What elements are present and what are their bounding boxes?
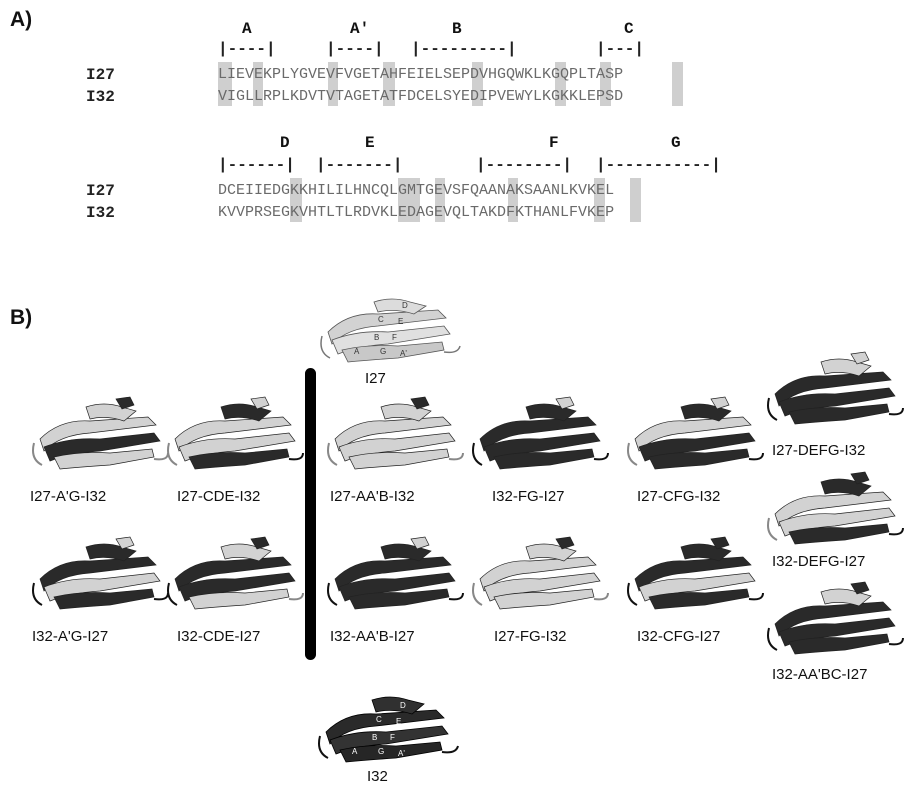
strand-letter: C	[376, 715, 382, 724]
strand-letter: E	[396, 717, 401, 726]
chimera-structure-12	[767, 471, 904, 545]
chimera-label-3: I32-A'G-I27	[32, 628, 109, 645]
strand-bar-b: |---------|	[411, 40, 517, 58]
chimera-label-6: I32-FG-I27	[492, 488, 565, 505]
label-i27: I27	[365, 370, 386, 387]
chimera-label-10: I32-CFG-I27	[637, 628, 721, 645]
strand-bar-g: |-----------|	[596, 156, 721, 174]
chimera-label-11: I27-DEFG-I32	[772, 442, 866, 459]
strand-letter: B	[374, 333, 379, 342]
strand-letter: F	[390, 733, 395, 742]
chimera-structure-10	[627, 536, 764, 610]
strand-label-e: E	[365, 134, 375, 152]
panel-a-label: A)	[10, 8, 33, 31]
strand-label-a-prime: A′	[350, 20, 370, 38]
strand-label-g: G	[671, 134, 681, 152]
strand-bar-f: |--------|	[476, 156, 573, 174]
reference-structure-i27: D C E B F A G A'	[320, 298, 461, 363]
chimera-label-5: I27-AA'B-I32	[330, 488, 415, 505]
chimera-label-8: I32-AA'B-I27	[330, 628, 415, 645]
strand-letter: A'	[398, 749, 405, 758]
sequence-i32-row1: VIGLLRPLKDVTVTAGETATFDCELSYEDIPVEWYLKGKK…	[218, 88, 624, 105]
seq-name-i27-row2: I27	[86, 182, 115, 200]
chimera-structure-2	[167, 396, 304, 470]
strand-letter: A'	[400, 349, 407, 358]
strand-bar-a-prime: |----|	[326, 40, 384, 58]
seq-name-i32-row1: I32	[86, 88, 115, 106]
chimera-structure-7	[627, 396, 764, 470]
chimera-label-12: I32-DEFG-I27	[772, 553, 866, 570]
seq-name-i32-row2: I32	[86, 204, 115, 222]
strand-label-a: A	[242, 20, 252, 38]
strand-label-f: F	[549, 134, 559, 152]
seq-name-i27-row1: I27	[86, 66, 115, 84]
strand-letter: F	[392, 333, 397, 342]
chimera-structure-13	[767, 581, 904, 655]
strand-letter: E	[398, 317, 403, 326]
strand-bar-d: |------|	[218, 156, 295, 174]
chimera-structure-9	[472, 536, 609, 610]
chimera-structure-3	[32, 536, 169, 610]
sequence-i32-row2: KVVPRSEGKVHTLTLRDVKLEDAGEVQLTAKDFKTHANLF…	[218, 204, 615, 221]
chimera-structure-1	[32, 396, 169, 470]
sequence-i27-row1: LIEVEKPLYGVEVFVGETAHFEIELSEPDVHGQWKLKGQP…	[218, 66, 624, 83]
strand-label-c: C	[624, 20, 634, 38]
chimera-structure-8	[327, 536, 464, 610]
chimera-label-2: I27-CDE-I32	[177, 488, 261, 505]
chimera-structure-11	[767, 351, 904, 425]
strand-letter: G	[378, 747, 384, 756]
strand-bar-c: |---|	[596, 40, 645, 58]
chimera-label-13: I32-AA'BC-I27	[772, 666, 868, 683]
strand-letter: D	[402, 301, 408, 310]
chimera-structure-4	[167, 536, 304, 610]
chimera-structure-5	[327, 396, 464, 470]
strand-label-b: B	[452, 20, 462, 38]
strand-bar-a: |----|	[218, 40, 276, 58]
strand-letter: A	[352, 747, 358, 756]
panel-b-label: B)	[10, 306, 33, 329]
chimera-structure-6	[472, 396, 609, 470]
strand-letter: B	[372, 733, 377, 742]
strand-letter: C	[378, 315, 384, 324]
chimera-label-1: I27-A'G-I32	[30, 488, 107, 505]
strand-letter: A	[354, 347, 360, 356]
strand-label-d: D	[280, 134, 290, 152]
strand-letter: G	[380, 347, 386, 356]
divider-bar	[305, 368, 316, 660]
chimera-label-7: I27-CFG-I32	[637, 488, 721, 505]
sequence-i27-row2: DCEIIEDGKKHILILHNCQLGMTGEVSFQAANAKSAANLK…	[218, 182, 615, 199]
strand-letter: D	[400, 701, 406, 710]
reference-structure-i32: D C E B F A G A'	[318, 696, 459, 763]
chimera-label-4: I32-CDE-I27	[177, 628, 261, 645]
strand-bar-e: |-------|	[316, 156, 403, 174]
chimera-label-9: I27-FG-I32	[494, 628, 567, 645]
label-i32: I32	[367, 768, 388, 785]
